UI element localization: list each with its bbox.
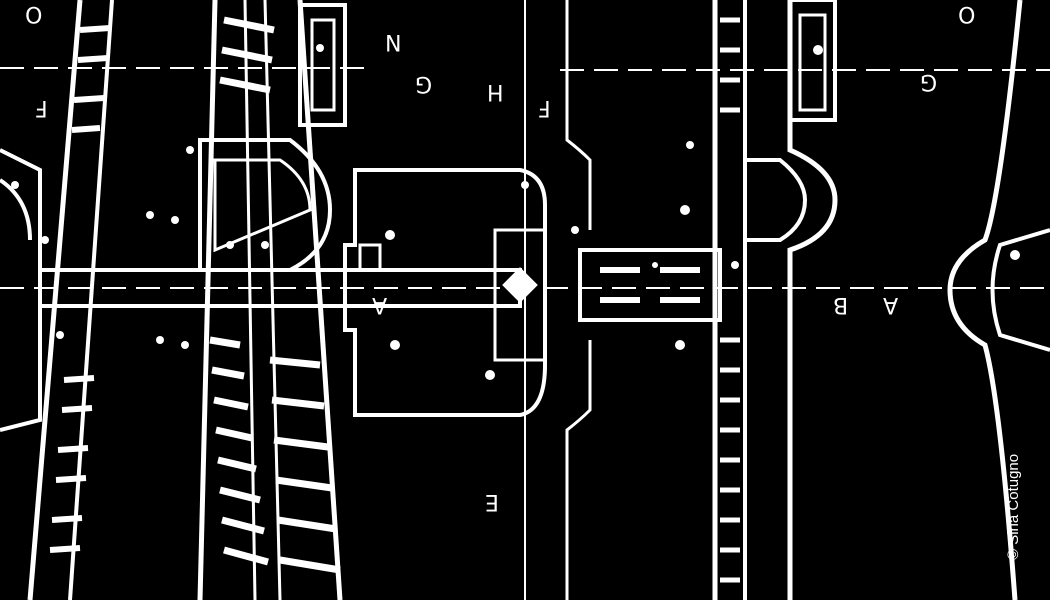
plan-label-f-left: F xyxy=(35,95,48,120)
plan-label-g-left: G xyxy=(415,71,433,96)
plan-label-h: H xyxy=(487,79,504,104)
plan-label-e: E xyxy=(485,489,499,514)
plan-label-o-right: O xyxy=(958,1,976,26)
photo-credit: © Siria Cotugno xyxy=(1005,453,1022,560)
plan-label-n: N xyxy=(385,29,402,54)
plan-label-f-mid: F xyxy=(538,95,551,120)
plan-label-g-right: G xyxy=(920,69,938,94)
plan-label-a-mid: A xyxy=(372,292,388,317)
plan-label-a-right: A xyxy=(883,292,899,317)
plan-label-o-left: O xyxy=(25,1,43,26)
plan-label-b: B xyxy=(833,292,849,317)
